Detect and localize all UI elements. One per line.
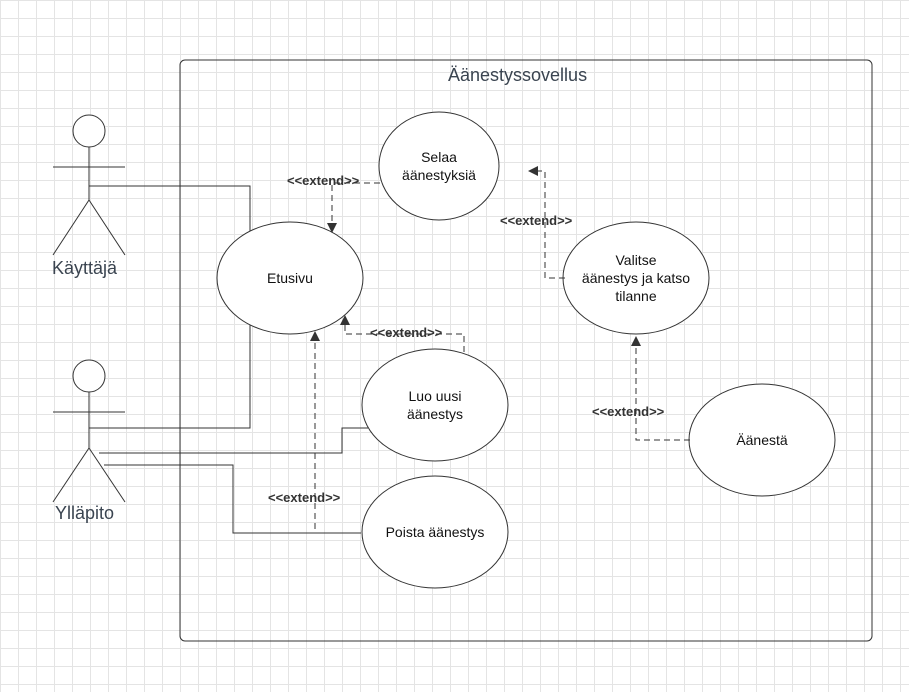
use-case-luo-label: Luo uusi äänestys bbox=[362, 349, 508, 461]
use-case-aanesta-line-1: Äänestä bbox=[736, 432, 788, 448]
use-case-etusivu-label: Etusivu bbox=[217, 222, 363, 334]
use-case-etusivu-line-1: Etusivu bbox=[267, 270, 313, 286]
use-case-selaa-line-1: Selaa bbox=[421, 149, 457, 165]
system-boundary bbox=[179, 59, 873, 642]
use-case-luo-shape[interactable] bbox=[361, 348, 509, 462]
association-yllapito-poista[interactable] bbox=[104, 464, 361, 534]
extend-poista-etusivu[interactable] bbox=[310, 331, 361, 534]
use-case-valitse-label: Valitse äänestys ja katso tilanne bbox=[563, 222, 709, 334]
actor-yllapito-label: Ylläpito bbox=[55, 503, 115, 523]
actor-kayttaja-figure[interactable] bbox=[52, 114, 126, 256]
actor-kayttaja-label: Käyttäjä bbox=[52, 258, 118, 278]
use-case-poista-line-1: Poista äänestys bbox=[385, 524, 485, 540]
extend-valitse-selaa[interactable] bbox=[528, 166, 565, 279]
extend-label-luo-etusivu: <<extend>> bbox=[370, 325, 443, 340]
extend-label-valitse-selaa: <<extend>> bbox=[500, 213, 573, 228]
extend-selaa-etusivu[interactable] bbox=[327, 182, 380, 233]
extend-aanesta-valitse[interactable] bbox=[631, 336, 690, 441]
extend-label-poista-etusivu: <<extend>> bbox=[268, 490, 341, 505]
use-case-valitse-line-3: tilanne bbox=[615, 288, 657, 304]
association-yllapito-etusivu[interactable] bbox=[89, 322, 251, 429]
association-kayttaja-etusivu[interactable] bbox=[89, 185, 251, 233]
use-case-valitse-line-1: Valitse bbox=[615, 252, 657, 268]
extend-luo-etusivu[interactable] bbox=[340, 315, 465, 352]
extend-label-aanesta-valitse: <<extend>> bbox=[592, 404, 665, 419]
use-case-aanesta-label: Äänestä bbox=[689, 384, 835, 496]
actor-yllapito-figure[interactable] bbox=[52, 359, 126, 503]
use-case-luo-line-2: äänestys bbox=[406, 406, 464, 422]
use-case-selaa-label: Selaa äänestyksiä bbox=[379, 112, 499, 220]
use-case-etusivu-shape[interactable] bbox=[216, 221, 364, 335]
extend-label-selaa-etusivu: <<extend>> bbox=[287, 173, 360, 188]
use-case-poista-label: Poista äänestys bbox=[362, 476, 508, 588]
system-name: Äänestyssovellus bbox=[448, 65, 588, 85]
use-case-selaa-shape[interactable] bbox=[378, 111, 500, 221]
use-case-valitse-line-2: äänestys ja katso bbox=[581, 270, 691, 286]
use-case-selaa-line-2: äänestyksiä bbox=[402, 167, 476, 183]
use-case-luo-line-1: Luo uusi bbox=[408, 388, 462, 404]
use-case-poista-shape[interactable] bbox=[361, 475, 509, 589]
association-yllapito-luo[interactable] bbox=[99, 427, 368, 454]
